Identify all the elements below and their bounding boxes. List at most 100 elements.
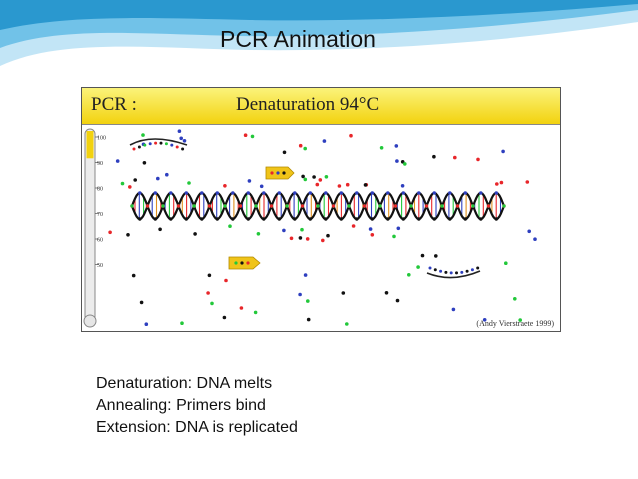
backbone-bead bbox=[424, 204, 429, 208]
backbone-bead bbox=[293, 191, 297, 195]
backbone-bead bbox=[169, 217, 173, 221]
backbone-bead bbox=[145, 204, 150, 208]
nucleotide-dot bbox=[306, 317, 311, 322]
backbone-bead bbox=[479, 191, 483, 195]
nucleotide-dot bbox=[318, 178, 323, 182]
backbone-bead bbox=[417, 191, 421, 195]
backbone-bead bbox=[486, 204, 491, 208]
backbone-bead bbox=[262, 191, 266, 195]
nucleotide-dot bbox=[247, 179, 252, 183]
backbone-bead bbox=[331, 204, 336, 208]
backbone-bead bbox=[324, 191, 328, 195]
backbone-bead bbox=[207, 204, 212, 208]
backbone-bead bbox=[277, 191, 281, 195]
backbone-bead bbox=[386, 217, 390, 221]
strand-base bbox=[476, 266, 480, 270]
nucleotide-dot bbox=[513, 297, 517, 301]
nucleotide-dot bbox=[253, 310, 258, 315]
nucleotide-dot bbox=[533, 237, 537, 241]
nucleotide-dot bbox=[337, 184, 342, 188]
header-wave-decoration bbox=[0, 0, 638, 66]
free-nucleotides bbox=[108, 129, 537, 326]
nucleotide-dot bbox=[141, 133, 145, 137]
backbone-bead bbox=[316, 204, 320, 208]
nucleotide-dot bbox=[156, 176, 160, 181]
nucleotide-dot bbox=[432, 154, 436, 159]
nucleotide-dot bbox=[303, 146, 307, 151]
nucleotide-dot bbox=[128, 185, 132, 189]
nucleotide-dot bbox=[407, 273, 411, 277]
thermometer-level bbox=[86, 131, 94, 159]
backbone-bead bbox=[200, 217, 204, 221]
nucleotide-dot bbox=[527, 229, 531, 234]
nucleotide-dot bbox=[453, 155, 457, 160]
nucleotide-dot bbox=[303, 177, 308, 182]
backbone-bead bbox=[432, 217, 436, 221]
backbone-bead bbox=[494, 191, 498, 195]
strand-base bbox=[132, 147, 136, 151]
backbone-bead bbox=[161, 204, 165, 208]
backbone-bead bbox=[463, 191, 467, 195]
backbone-bead bbox=[184, 217, 188, 221]
strand-base bbox=[449, 271, 453, 275]
strand-base bbox=[465, 269, 469, 273]
nucleotide-dot bbox=[131, 273, 136, 278]
strand-base bbox=[164, 142, 168, 146]
nucleotide-dot bbox=[301, 174, 305, 179]
nucleotide-dot bbox=[259, 184, 264, 189]
backbone-bead bbox=[355, 217, 359, 221]
nucleotide-dot bbox=[312, 175, 316, 179]
pcr-steps-list: Denaturation: DNA melts Annealing: Prime… bbox=[96, 373, 298, 439]
slide-title: PCR Animation bbox=[220, 26, 376, 52]
backbone-bead bbox=[262, 217, 266, 221]
backbone-bead bbox=[417, 217, 421, 221]
backbone-bead bbox=[238, 204, 243, 208]
backbone-bead bbox=[169, 191, 173, 195]
nucleotide-dot bbox=[525, 180, 530, 184]
nucleotide-dot bbox=[384, 291, 389, 295]
nucleotide-dot bbox=[395, 298, 400, 303]
backbone-bead bbox=[254, 204, 258, 208]
backbone-bead bbox=[324, 217, 328, 221]
dna-double-helix bbox=[130, 191, 506, 221]
nucleotide-dot bbox=[394, 144, 399, 148]
nucleotide-dot bbox=[177, 129, 182, 133]
backbone-bead bbox=[440, 204, 444, 208]
step-label: Denaturation 94°C bbox=[236, 94, 380, 115]
nucleotide-dot bbox=[179, 136, 183, 141]
backbone-bead bbox=[502, 204, 506, 208]
backbone-bead bbox=[153, 217, 157, 221]
backbone-bead bbox=[401, 217, 405, 221]
backbone-bead bbox=[455, 204, 460, 208]
nucleotide-dot bbox=[368, 227, 373, 231]
nucleotide-dot bbox=[115, 159, 120, 163]
nucleotide-dot bbox=[298, 292, 302, 297]
backbone-bead bbox=[200, 191, 204, 195]
nucleotide-dot bbox=[518, 318, 522, 322]
backbone-bead bbox=[153, 191, 157, 195]
backbone-bead bbox=[463, 217, 467, 221]
nucleotide-dot bbox=[504, 261, 508, 265]
nucleotide-dot bbox=[370, 233, 375, 237]
thermometer-tick-label: 50 bbox=[97, 263, 103, 269]
nucleotide-dot bbox=[139, 300, 144, 305]
nucleotide-dot bbox=[400, 184, 405, 188]
backbone-bead bbox=[448, 217, 452, 221]
backbone-bead bbox=[494, 217, 498, 221]
strand-base bbox=[170, 143, 174, 147]
nucleotide-dot bbox=[501, 149, 505, 154]
thermometer-tick-label: 70 bbox=[97, 212, 103, 218]
backbone-bead bbox=[269, 204, 274, 208]
backbone-bead bbox=[339, 217, 343, 221]
backbone-bead bbox=[277, 217, 281, 221]
strand-base bbox=[175, 145, 179, 149]
backbone-bead bbox=[471, 204, 475, 208]
nucleotide-dot bbox=[206, 291, 210, 295]
nucleotide-dot bbox=[351, 224, 356, 228]
nucleotide-dot bbox=[158, 227, 162, 232]
nucleotide-dot bbox=[282, 150, 287, 155]
nucleotide-dot bbox=[499, 180, 504, 185]
nucleotide-dot bbox=[223, 184, 227, 188]
nucleotide-dot bbox=[396, 226, 401, 231]
backbone-bead bbox=[285, 204, 289, 208]
